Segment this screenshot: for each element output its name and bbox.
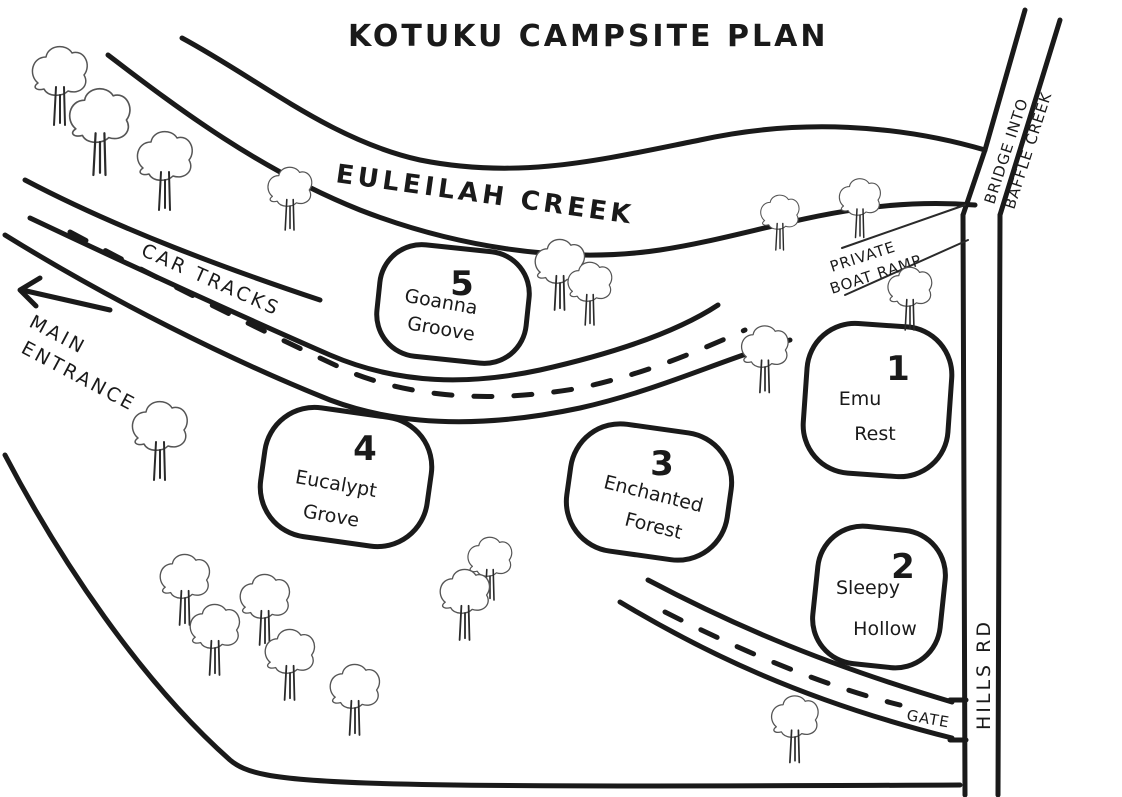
hills-road: BRIDGE INTO BAFFLE CREEK HILLS RD bbox=[960, 7, 1063, 797]
tree-icon bbox=[68, 88, 131, 177]
campsite-4-number: 4 bbox=[353, 429, 377, 469]
tree-icon bbox=[740, 325, 789, 394]
tree-icon bbox=[770, 695, 819, 764]
car-track-centre-line bbox=[67, 229, 748, 399]
tree-icon bbox=[136, 130, 193, 211]
campsite-3-number: 3 bbox=[650, 444, 674, 484]
campsite-5[interactable]: 5 Goanna Groove bbox=[373, 240, 534, 367]
campsite-2-number: 2 bbox=[891, 547, 915, 587]
creek-north-bank bbox=[179, 35, 988, 171]
campsite-3-boundary bbox=[563, 421, 735, 563]
car-track-north-edge bbox=[27, 215, 721, 383]
trees bbox=[31, 45, 933, 764]
creek-south-bank-lower bbox=[22, 177, 323, 303]
tree-icon bbox=[31, 45, 88, 126]
bridge-west-edge bbox=[982, 7, 1028, 153]
campsite-2-name-line1: Sleepy bbox=[836, 577, 900, 599]
tree-icon bbox=[239, 573, 291, 646]
campsite-1-name-line2: Rest bbox=[854, 423, 895, 445]
tree-icon bbox=[159, 553, 211, 626]
hills-rd-east-edge bbox=[995, 212, 1003, 797]
campsite-1-number: 1 bbox=[886, 349, 910, 389]
tree-icon bbox=[264, 628, 316, 701]
tree-icon bbox=[189, 603, 241, 676]
tree-icon bbox=[131, 400, 188, 481]
road-name: HILLS RD bbox=[973, 619, 995, 730]
gate-track-centre-line bbox=[662, 609, 903, 708]
creek-south-bank bbox=[105, 52, 978, 258]
campsite-4-boundary bbox=[257, 404, 435, 550]
main-entrance: MAIN ENTRANCE bbox=[17, 275, 140, 416]
campsite-1[interactable]: 1 Emu Rest bbox=[800, 320, 955, 480]
tree-icon bbox=[838, 178, 881, 239]
tree-icon bbox=[567, 261, 613, 326]
car-track-south-edge bbox=[2, 232, 793, 425]
left-arrow-icon bbox=[17, 275, 113, 313]
gate-track-north-edge bbox=[645, 577, 955, 705]
bridge-join bbox=[960, 147, 988, 218]
gate-access-track bbox=[617, 577, 955, 741]
campsite-5-number: 5 bbox=[450, 264, 474, 304]
campsite-5-boundary bbox=[374, 242, 532, 366]
tree-icon bbox=[887, 266, 933, 331]
boat-ramp-edge-north bbox=[841, 204, 966, 249]
hills-rd-west-edge bbox=[960, 212, 968, 797]
map-title: KOTUKU CAMPSITE PLAN bbox=[348, 19, 828, 54]
campsite-1-name-line1: Emu bbox=[839, 388, 882, 410]
tree-icon bbox=[267, 166, 313, 231]
campsite-1-boundary bbox=[800, 320, 955, 480]
gate-track-south-edge bbox=[617, 599, 955, 741]
campsite-2-name-line2: Hollow bbox=[853, 618, 917, 640]
campsite-2[interactable]: 2 Sleepy Hollow bbox=[808, 522, 950, 673]
tree-icon bbox=[760, 194, 800, 251]
tree-icon bbox=[329, 663, 381, 736]
campsite-3[interactable]: 3 Enchanted Forest bbox=[560, 417, 738, 566]
campsite-2-boundary bbox=[810, 523, 948, 671]
campsite-4[interactable]: 4 Eucalypt Grove bbox=[254, 401, 438, 553]
tree-icon bbox=[439, 568, 491, 641]
bridge-east-edge bbox=[997, 17, 1063, 218]
car-tracks-road: CAR TRACKS bbox=[2, 215, 793, 425]
site-boundary-southwest bbox=[2, 452, 963, 789]
